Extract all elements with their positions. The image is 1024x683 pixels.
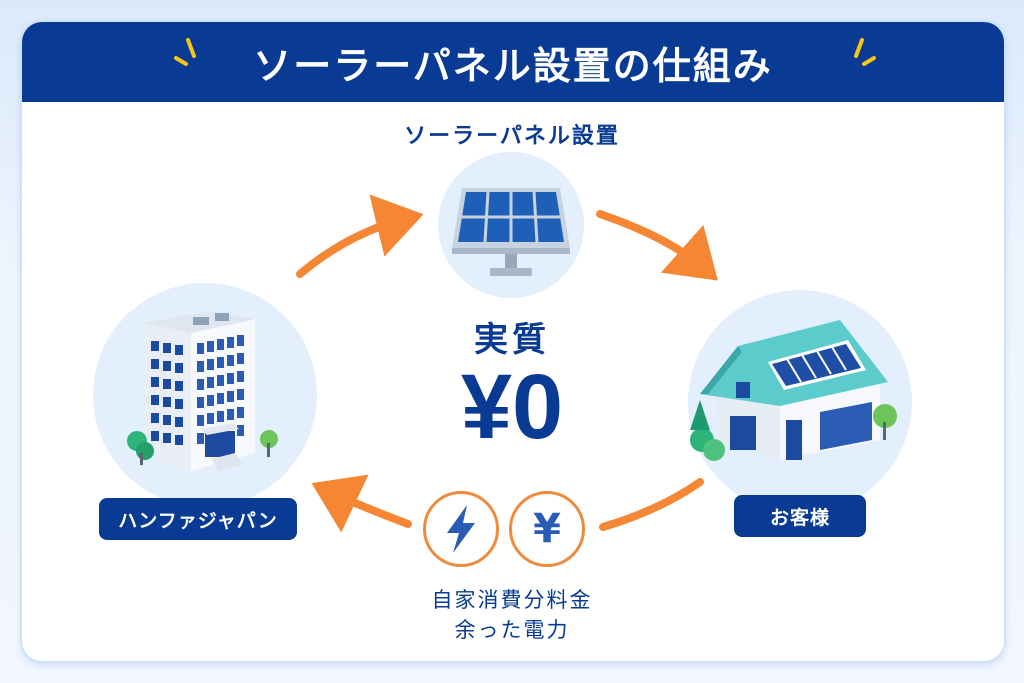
- customer-label: お客様: [734, 495, 866, 537]
- sparkle-left-icon: [174, 38, 196, 66]
- sparkle-right-icon: [854, 38, 876, 66]
- title-banner: ソーラーパネル設置の仕組み: [22, 22, 1004, 102]
- surplus-power-text: 余った電力: [454, 618, 570, 642]
- yen-icon: ¥: [533, 506, 561, 552]
- self-consumption-fee-text: 自家消費分料金: [431, 588, 593, 612]
- arrow-customer-tail: [599, 478, 704, 531]
- arrow-panel-to-customer: [596, 210, 718, 281]
- arrow-company-to-panel: [296, 194, 424, 278]
- company-label: ハンファジャパン: [99, 498, 297, 540]
- yen-ring: ¥: [509, 491, 585, 567]
- page-title: ソーラーパネル設置の仕組み: [253, 43, 773, 88]
- house-with-solar-roof-icon: [690, 320, 897, 461]
- office-building-icon: [127, 311, 278, 471]
- effective-label: 実質: [474, 320, 550, 360]
- arrow-customer-to-company: [311, 474, 412, 533]
- price-zero: ¥0: [460, 356, 564, 458]
- solar-panel-icon: [452, 188, 570, 276]
- lightning-bolt-icon: [447, 505, 475, 553]
- electricity-ring: [423, 491, 499, 567]
- solar-panel-label: ソーラーパネル設置: [404, 124, 620, 149]
